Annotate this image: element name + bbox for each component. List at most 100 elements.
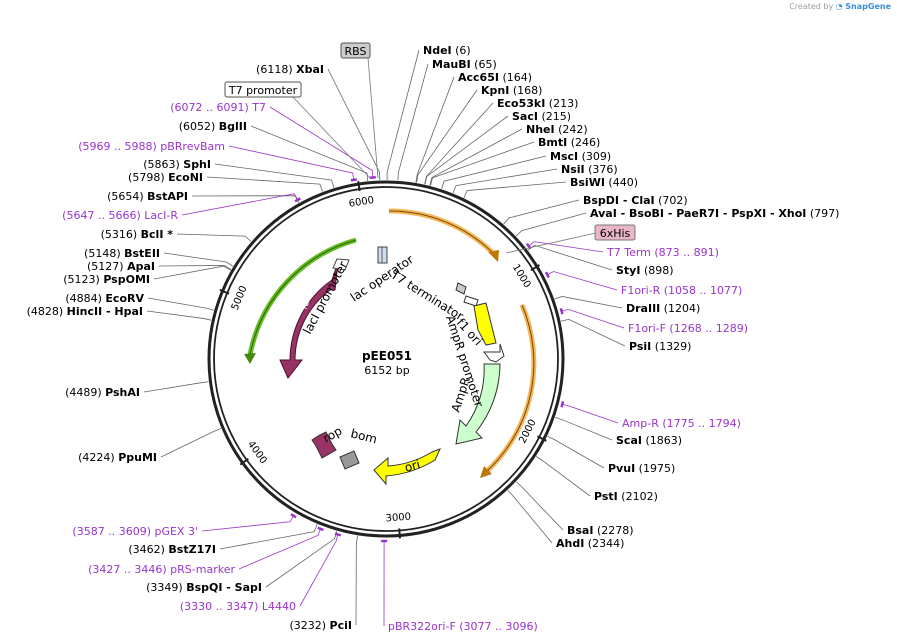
- primer-mark: [560, 401, 565, 408]
- tick-label: 3000: [385, 512, 411, 525]
- primer-annotation[interactable]: T7 Term (873 .. 891): [525, 241, 719, 259]
- site-name: BspDI - ClaI: [583, 194, 655, 207]
- restriction-site[interactable]: AvaI - BsoBI - PaeR7I - PspXI - XhoI (79…: [515, 207, 839, 237]
- primer-annotation[interactable]: (5969 .. 5988) pBRrevBam: [78, 140, 358, 182]
- site-label: (5654) BstAPI: [107, 190, 188, 203]
- restriction-site[interactable]: (6118) XbaI: [256, 63, 381, 181]
- restriction-site[interactable]: NsiI (376): [452, 163, 618, 194]
- restriction-site[interactable]: KpnI (168): [416, 84, 543, 183]
- restriction-site[interactable]: (4489) PshAI: [65, 381, 209, 399]
- primer-annotation[interactable]: (6072 .. 6091) T7: [170, 101, 376, 179]
- restriction-site[interactable]: (5863) SphI: [143, 158, 335, 188]
- primer-annotation[interactable]: F1ori-R (1058 .. 1077): [544, 271, 742, 297]
- site-position: (3349): [146, 581, 186, 594]
- restriction-site[interactable]: Acc65I (164): [415, 71, 532, 183]
- lacI-promoter-feature: [332, 258, 350, 271]
- primer-annotation[interactable]: (5647 .. 5666) LacI-R: [62, 193, 301, 222]
- site-name: StyI: [616, 264, 640, 277]
- primer-annotation[interactable]: pBR322ori-F (3077 .. 3096): [381, 539, 538, 633]
- f1-ori-feature: [473, 302, 497, 346]
- site-leader-line: [554, 296, 623, 309]
- restriction-site[interactable]: MauBI (65): [397, 58, 497, 181]
- restriction-site[interactable]: BspDI - ClaI (702): [503, 194, 688, 225]
- cds-arc-right-arrowhead: [480, 466, 492, 478]
- primer-leader-line: [562, 403, 619, 424]
- site-position: (797): [806, 207, 839, 220]
- restriction-site[interactable]: BmtI (246): [430, 136, 601, 186]
- restriction-site[interactable]: (3462) BstZ17I: [128, 524, 318, 556]
- restriction-site[interactable]: NdeI (6): [386, 44, 471, 181]
- site-label: (5123) PspOMI: [63, 273, 150, 286]
- tick-mark: [530, 264, 541, 272]
- primer-leader-line: [561, 308, 625, 329]
- site-leader-line: [160, 428, 222, 458]
- site-leader-line: [503, 199, 580, 225]
- restriction-site[interactable]: PvuI (1975): [547, 435, 675, 475]
- site-name: BsiWI: [570, 176, 605, 189]
- site-name: BmtI: [538, 136, 567, 149]
- tick-label: 6000: [348, 195, 375, 210]
- primer-label: (5969 .. 5988) pBRrevBam: [78, 140, 225, 153]
- site-position: (5127): [87, 260, 127, 273]
- lacI-green-arrowhead: [244, 353, 256, 364]
- site-label: (6118) XbaI: [256, 63, 324, 76]
- restriction-site[interactable]: (4828) HincII - HpaI: [27, 305, 212, 321]
- restriction-site[interactable]: (3232) PciI: [289, 535, 358, 632]
- primer-annotation[interactable]: F1ori-F (1268 .. 1289): [559, 308, 748, 335]
- restriction-site[interactable]: (5123) PspOMI: [63, 265, 231, 286]
- site-label: (5798) EcoNI: [128, 171, 203, 184]
- site-label: DraIII (1204): [626, 302, 700, 315]
- restriction-site[interactable]: DraIII (1204): [554, 296, 701, 315]
- site-label: (4828) HincII - HpaI: [27, 305, 143, 318]
- site-position: (6118): [256, 63, 296, 76]
- site-name: EcoNI: [168, 171, 203, 184]
- site-leader-line: [147, 297, 214, 311]
- restriction-site[interactable]: BsaI (2278): [515, 481, 634, 537]
- restriction-site[interactable]: NheI (242): [429, 123, 588, 186]
- site-leader-line: [146, 310, 212, 321]
- primer-annotation[interactable]: Amp-R (1775 .. 1794): [560, 401, 741, 430]
- restriction-site[interactable]: (4224) PpuMI: [78, 428, 222, 464]
- site-label: AhdI (2344): [556, 537, 624, 550]
- restriction-site[interactable]: (4884) EcoRV: [65, 292, 214, 311]
- site-label: ScaI (1863): [616, 434, 682, 447]
- restriction-site[interactable]: Eco53kI (213): [424, 97, 579, 185]
- site-leader-line: [515, 212, 587, 237]
- site-position: (4884): [65, 292, 105, 305]
- restriction-site[interactable]: (6052) BglII: [179, 120, 369, 181]
- restriction-site[interactable]: ScaI (1863): [555, 416, 682, 447]
- primer-annotation[interactable]: (3587 .. 3609) pGEX 3': [72, 513, 297, 538]
- site-leader-line: [153, 265, 231, 280]
- restriction-site[interactable]: SacI (215): [424, 110, 571, 185]
- primer-annotation[interactable]: (3330 .. 3347) L4440: [180, 532, 342, 613]
- restriction-site[interactable]: (5148) BstEII: [84, 247, 234, 267]
- site-name: ApaI: [127, 260, 155, 273]
- restriction-site[interactable]: (5798) EcoNI: [128, 171, 324, 192]
- restriction-site[interactable]: (5654) BstAPI: [107, 190, 300, 203]
- site-leader-line: [452, 168, 558, 194]
- site-label: (5127) ApaI: [87, 260, 155, 273]
- 6xhis-label: 6xHis: [600, 227, 631, 240]
- restriction-site[interactable]: MscI (309): [441, 150, 612, 189]
- primer-label: pBR322ori-F (3077 .. 3096): [388, 620, 538, 633]
- site-name: PspOMI: [103, 273, 150, 286]
- site-position: (5148): [84, 247, 124, 260]
- restriction-site[interactable]: StyI (898): [527, 244, 674, 277]
- primer-annotations: T7 Term (873 .. 891) F1ori-R (1058 .. 107…: [62, 101, 748, 633]
- restriction-site[interactable]: (5316) BclI *: [101, 228, 252, 242]
- cds-arc-top-arrowhead: [488, 250, 499, 262]
- site-position: (5654): [107, 190, 147, 203]
- site-name: BstAPI: [147, 190, 188, 203]
- site-leader-line: [327, 68, 381, 181]
- restriction-site[interactable]: PsiI (1329): [560, 318, 691, 353]
- restriction-site[interactable]: PstI (2102): [535, 456, 658, 503]
- restriction-site[interactable]: BsiWI (440): [463, 176, 638, 198]
- site-label: (3232) PciI: [289, 619, 352, 632]
- primer-annotation[interactable]: (3427 .. 3446) pRS-marker: [88, 526, 324, 576]
- restriction-site[interactable]: AhdI (2344): [507, 489, 625, 550]
- site-label: (5863) SphI: [143, 158, 211, 171]
- site-label: NheI (242): [526, 123, 588, 136]
- t7-promoter-leader-line: [291, 95, 371, 179]
- site-name: XbaI: [296, 63, 324, 76]
- restriction-site[interactable]: (5127) ApaI: [87, 260, 232, 273]
